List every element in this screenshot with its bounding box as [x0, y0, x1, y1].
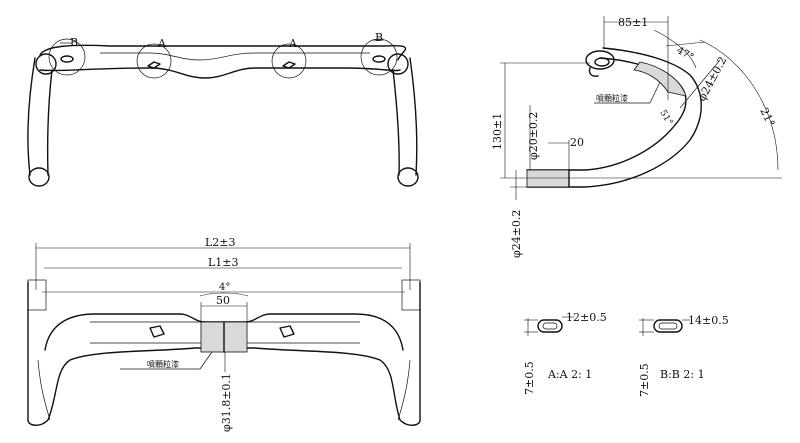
- dim-drop-tube-diameter: φ24±0.2: [695, 55, 729, 104]
- section-bb-width: 14±0.5: [688, 314, 729, 327]
- dim-drop: 130±1: [491, 113, 504, 150]
- section-aa: 12±0.5 7±0.5 A:A 2: 1: [523, 311, 607, 395]
- dim-tip-diameter: φ20±0.2: [527, 112, 540, 160]
- side-view: 85±1 47° φ24±0.2 21° 51° 130±1 φ20±0.2 2…: [491, 16, 782, 258]
- front-finish-note: 噴顆粒漆: [147, 359, 179, 369]
- marker-b-left: B: [70, 36, 78, 49]
- dim-angle: 4°: [219, 282, 230, 293]
- section-bb: 14±0.5 7±0.5 B:B 2: 1: [638, 314, 729, 397]
- marker-a-left: A: [157, 37, 167, 50]
- dim-l1: L1±3: [208, 256, 239, 269]
- dim-tip-length: 20: [570, 136, 584, 149]
- dim-drop-angle: 21°: [757, 106, 777, 129]
- marker-a-right: A: [288, 37, 298, 50]
- section-aa-label: A:A 2: 1: [547, 368, 592, 381]
- top-view: B A A B: [27, 31, 419, 187]
- section-aa-width: 12±0.5: [566, 311, 607, 324]
- dim-small-angle: 51°: [657, 109, 674, 128]
- dim-l2: L2±3: [205, 236, 236, 249]
- dim-end-diameter: φ24±0.2: [510, 210, 523, 258]
- front-view: L2±3 L1±3 4° 50 φ31.8±0.1 噴顆粒漆: [27, 236, 421, 432]
- marker-b-right: B: [375, 31, 383, 44]
- section-aa-height: 7±0.5: [523, 361, 536, 395]
- section-bb-height: 7±0.5: [638, 363, 651, 397]
- section-bb-label: B:B 2: 1: [660, 368, 705, 381]
- dim-clamp-offset: 85±1: [618, 16, 648, 29]
- dim-clamp-diameter: φ31.8±0.1: [220, 373, 233, 432]
- side-finish-note: 噴顆粒漆: [596, 93, 628, 103]
- dim-center-width: 50: [216, 294, 230, 307]
